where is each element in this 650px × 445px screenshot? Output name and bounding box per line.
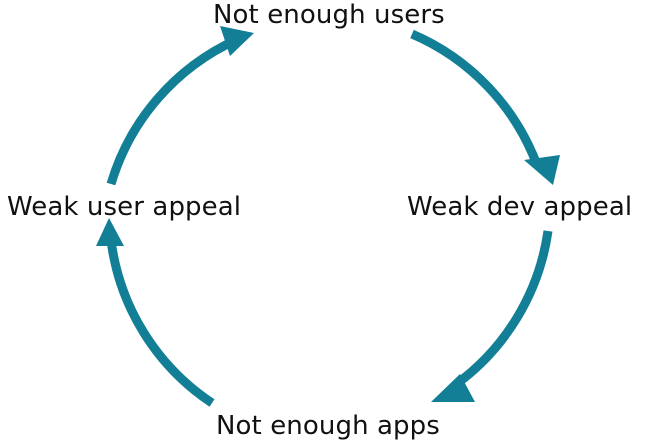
arrow-shaft <box>106 239 215 407</box>
arrow-dev-appeal-to-apps <box>431 230 553 402</box>
arrow-user-appeal-to-users <box>106 26 254 186</box>
arrow-shaft <box>410 29 542 167</box>
arrowhead <box>431 374 475 402</box>
arrow-users-to-dev-appeal <box>410 29 560 185</box>
node-not-enough-apps: Not enough apps <box>216 411 440 441</box>
arrowhead <box>220 26 254 56</box>
arrowhead <box>524 155 560 185</box>
arrowhead <box>96 218 124 246</box>
node-not-enough-users: Not enough users <box>213 0 445 30</box>
arrow-shaft <box>106 35 238 186</box>
arrow-apps-to-user-appeal <box>96 218 215 407</box>
node-weak-user-appeal: Weak user appeal <box>7 192 242 222</box>
node-weak-dev-appeal: Weak dev appeal <box>407 192 633 222</box>
arrow-shaft <box>452 230 553 389</box>
